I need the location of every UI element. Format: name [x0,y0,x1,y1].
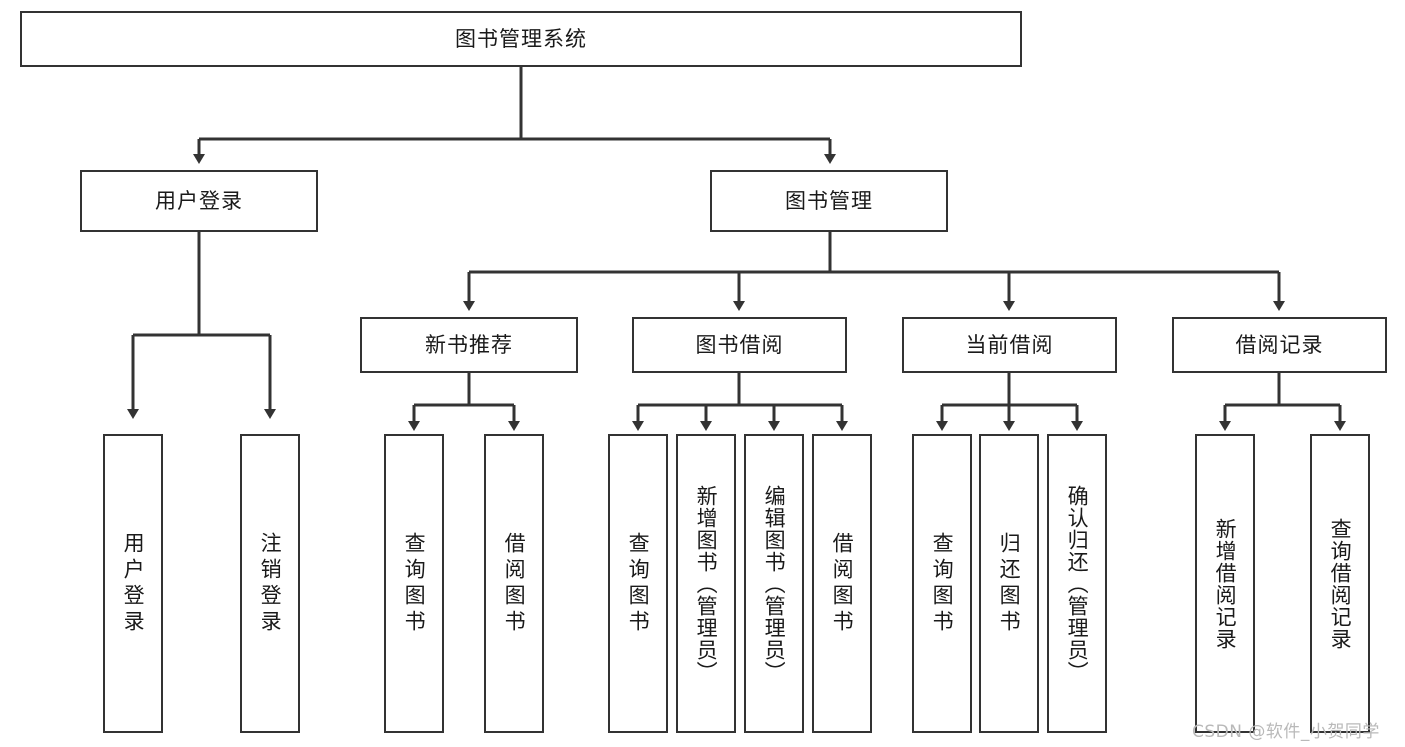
node-root-system[interactable]: 图书管理系统 [20,11,1022,67]
node-leaf-query-book-1[interactable]: 查询图书 [384,434,444,733]
node-label: 借阅记录 [1235,332,1324,357]
node-label: 注销登录 [258,531,283,636]
node-leaf-query-book-2[interactable]: 查询图书 [608,434,668,733]
node-leaf-edit-book[interactable]: 编辑图书（管理员） [744,434,804,733]
node-leaf-add-record[interactable]: 新增借阅记录 [1195,434,1255,733]
node-label: 新增图书（管理员） [694,484,719,683]
node-book-borrow[interactable]: 图书借阅 [632,317,847,373]
node-leaf-query-book-3[interactable]: 查询图书 [912,434,972,733]
node-label: 查询图书 [626,531,651,636]
node-label: 查询图书 [402,531,427,636]
node-label: 当前借阅 [965,332,1054,357]
node-label: 图书借阅 [695,332,784,357]
node-label: 用户登录 [155,188,243,213]
node-label: 图书管理系统 [455,26,587,51]
node-new-book-recommend[interactable]: 新书推荐 [360,317,578,373]
node-leaf-borrow-book-2[interactable]: 借阅图书 [812,434,872,733]
node-label: 查询借阅记录 [1328,517,1353,650]
node-leaf-borrow-book-1[interactable]: 借阅图书 [484,434,544,733]
node-user-login[interactable]: 用户登录 [80,170,318,232]
node-leaf-logout-login[interactable]: 注销登录 [240,434,300,733]
node-borrow-record[interactable]: 借阅记录 [1172,317,1387,373]
node-label: 编辑图书（管理员） [762,484,787,683]
node-leaf-user-login[interactable]: 用户登录 [103,434,163,733]
node-label: 新书推荐 [425,332,513,357]
node-current-borrow[interactable]: 当前借阅 [902,317,1117,373]
node-label: 查询图书 [930,531,955,636]
node-label: 确认归还（管理员） [1065,484,1090,683]
node-label: 用户登录 [121,531,146,636]
node-leaf-confirm-return[interactable]: 确认归还（管理员） [1047,434,1107,733]
node-book-management[interactable]: 图书管理 [710,170,948,232]
node-label: 新增借阅记录 [1213,517,1238,650]
node-leaf-return-book[interactable]: 归还图书 [979,434,1039,733]
node-label: 借阅图书 [502,531,527,636]
node-label: 借阅图书 [830,531,855,636]
node-label: 图书管理 [785,188,873,213]
node-leaf-add-book[interactable]: 新增图书（管理员） [676,434,736,733]
csdn-watermark: CSDN @软件_小贺同学 [1192,722,1380,742]
node-leaf-query-record[interactable]: 查询借阅记录 [1310,434,1370,733]
node-label: 归还图书 [997,531,1022,636]
